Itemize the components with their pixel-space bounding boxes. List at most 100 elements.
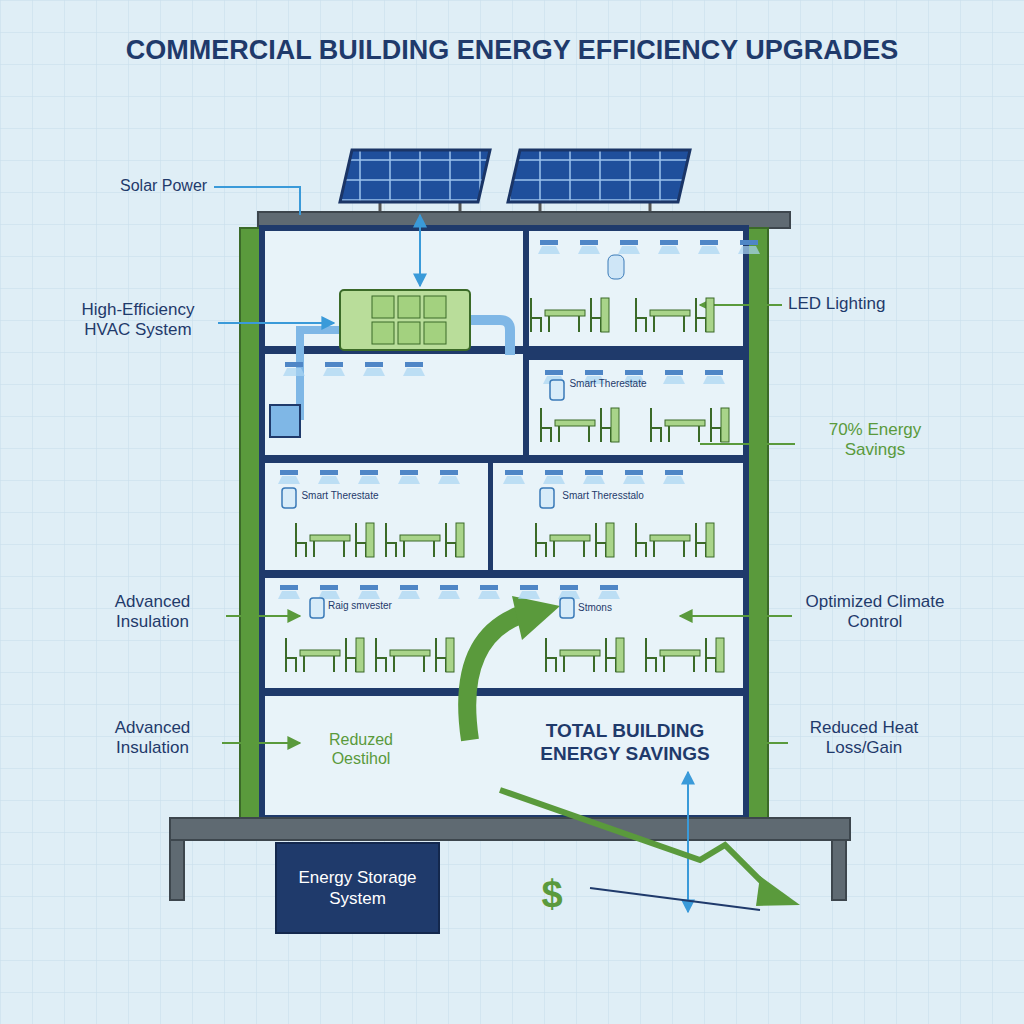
led-light	[545, 470, 563, 475]
chair	[636, 298, 646, 332]
led-light	[665, 370, 683, 375]
table-leg	[583, 541, 585, 557]
table-leg	[668, 426, 670, 442]
callout-label: High-Efficiency HVAC System	[58, 300, 218, 341]
hvac-unit	[270, 290, 510, 437]
title: COMMERCIAL BUILDING ENERGY EFFICIENCY UP…	[0, 34, 1024, 66]
led-light	[580, 240, 598, 245]
led-light	[320, 470, 338, 475]
cabinet	[716, 638, 724, 672]
table	[550, 535, 590, 541]
led-light	[540, 240, 558, 245]
table-leg	[683, 316, 685, 332]
table-leg	[393, 656, 395, 672]
light-glow	[518, 591, 540, 599]
note-label: Reduzed Oestihol	[306, 730, 416, 768]
furniture-and-lights	[278, 240, 760, 672]
cabinet	[706, 298, 714, 332]
chair	[636, 523, 646, 557]
chair	[296, 523, 306, 557]
table-leg	[653, 316, 655, 332]
led-light	[585, 370, 603, 375]
table-leg	[588, 426, 590, 442]
light-glow	[398, 476, 420, 484]
chair	[696, 298, 706, 332]
chair	[651, 408, 661, 442]
table	[665, 420, 705, 426]
led-light	[560, 585, 578, 590]
callout-label: Solar Power	[120, 176, 220, 195]
cabinet	[606, 523, 614, 557]
chair	[601, 408, 611, 442]
callout-label: Reduced Heat Loss/Gain	[794, 718, 934, 759]
cabinet	[366, 523, 374, 557]
node-text: Energy Storage System	[289, 867, 426, 910]
light-glow	[398, 591, 420, 599]
led-light	[585, 470, 603, 475]
device-label: Smart Therestate	[568, 378, 648, 390]
table-leg	[423, 656, 425, 672]
light-glow	[278, 591, 300, 599]
cabinet	[456, 523, 464, 557]
table-leg	[563, 656, 565, 672]
led-light	[665, 470, 683, 475]
light-glow	[323, 368, 345, 376]
chair	[286, 638, 296, 672]
led-light	[505, 470, 523, 475]
led-light	[480, 585, 498, 590]
light-glow	[578, 246, 600, 254]
chair	[541, 408, 551, 442]
light-glow	[663, 376, 685, 384]
callout-label: Advanced Insulation	[80, 592, 225, 633]
led-light	[325, 362, 343, 367]
table-leg	[663, 656, 665, 672]
led-light	[280, 585, 298, 590]
table	[650, 310, 690, 316]
thermostat-icon	[560, 598, 574, 618]
table-leg	[303, 656, 305, 672]
led-light	[700, 240, 718, 245]
thermostat-icon	[282, 488, 296, 508]
led-light	[660, 240, 678, 245]
water-cooler	[608, 255, 624, 279]
callout-label: Optimized Climate Control	[795, 592, 955, 633]
savings-label: 70% Energy Savings	[800, 420, 950, 461]
table-leg	[578, 316, 580, 332]
table	[560, 650, 600, 656]
light-glow	[538, 246, 560, 254]
device-label: Smart Therestate	[300, 490, 380, 502]
thermostat-icon	[310, 598, 324, 618]
led-light	[440, 470, 458, 475]
light-glow	[663, 476, 685, 484]
dollar-sign: $	[532, 872, 572, 918]
led-light	[400, 585, 418, 590]
chair	[591, 298, 601, 332]
table-leg	[333, 656, 335, 672]
building	[170, 212, 850, 900]
table	[310, 535, 350, 541]
table	[660, 650, 700, 656]
led-light	[320, 585, 338, 590]
led-light	[360, 585, 378, 590]
light-glow	[363, 368, 385, 376]
led-light	[285, 362, 303, 367]
led-light	[520, 585, 538, 590]
led-light	[365, 362, 383, 367]
cabinet	[706, 523, 714, 557]
chair	[436, 638, 446, 672]
table	[545, 310, 585, 316]
chair	[346, 638, 356, 672]
led-light	[360, 470, 378, 475]
table	[400, 535, 440, 541]
table-leg	[343, 541, 345, 557]
table-leg	[558, 426, 560, 442]
led-light	[280, 470, 298, 475]
led-light	[620, 240, 638, 245]
table-leg	[313, 541, 315, 557]
chair	[546, 638, 556, 672]
light-glow	[438, 476, 460, 484]
chair	[646, 638, 656, 672]
led-light	[400, 470, 418, 475]
